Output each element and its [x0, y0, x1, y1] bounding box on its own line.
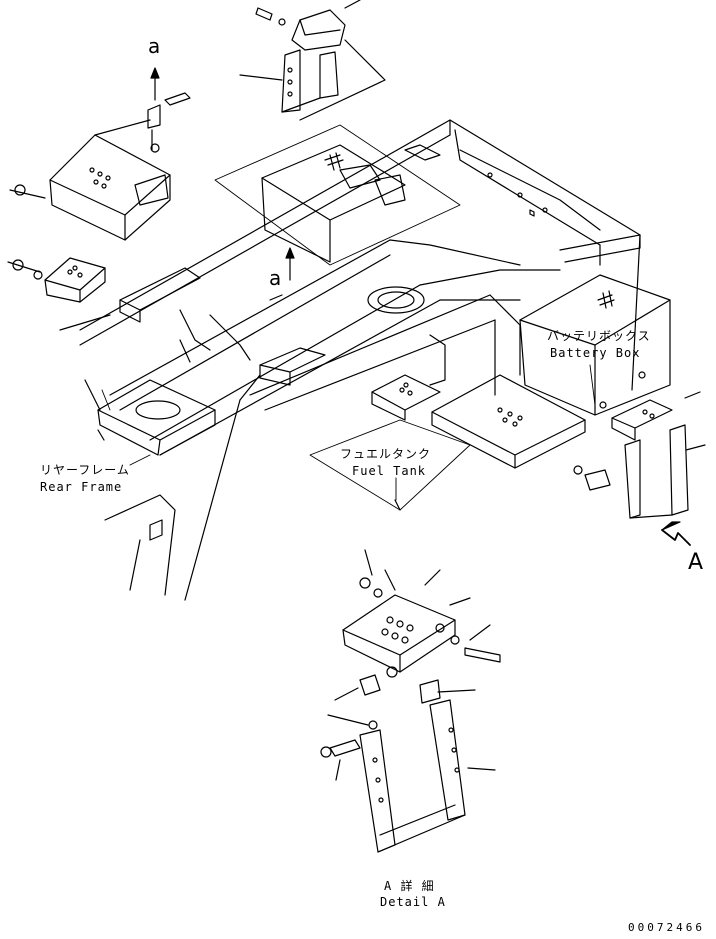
rear-frame-label-jp: リヤーフレーム — [40, 463, 130, 477]
fuel-tank-label-en: Fuel Tank — [352, 464, 427, 478]
right-step-assembly — [573, 391, 706, 519]
battery-box-label-en: Battery Box — [550, 346, 641, 360]
battery-box — [519, 274, 671, 416]
view-a-arrow — [661, 521, 691, 546]
fuel-tank-label-jp: フュエルタンク — [340, 447, 432, 461]
battery-box-label-jp: バッテリボックス — [547, 329, 651, 343]
detail-a-label-jp: A 詳 細 — [384, 879, 435, 893]
center-cover — [214, 124, 461, 266]
arrow-a-lower — [269, 247, 295, 301]
view-a-label: A — [688, 550, 704, 575]
left-small-plate — [7, 257, 106, 303]
rear-frame-label-en: Rear Frame — [40, 480, 123, 494]
leader-lines — [101, 364, 596, 501]
fuel-tank — [309, 374, 586, 511]
lower-frame-outline — [84, 374, 261, 601]
detail-a-label-en: Detail A — [380, 895, 446, 909]
detail-a-step — [320, 549, 501, 853]
arrow-a-lower-label: a — [269, 266, 282, 290]
left-cover-plate — [9, 92, 191, 241]
top-step-assembly — [239, 0, 386, 121]
rear-frame — [59, 119, 641, 456]
drawing-number: 00072466 — [628, 921, 705, 934]
arrow-a-upper-label: a — [148, 34, 161, 58]
arrow-a-upper — [150, 67, 160, 101]
